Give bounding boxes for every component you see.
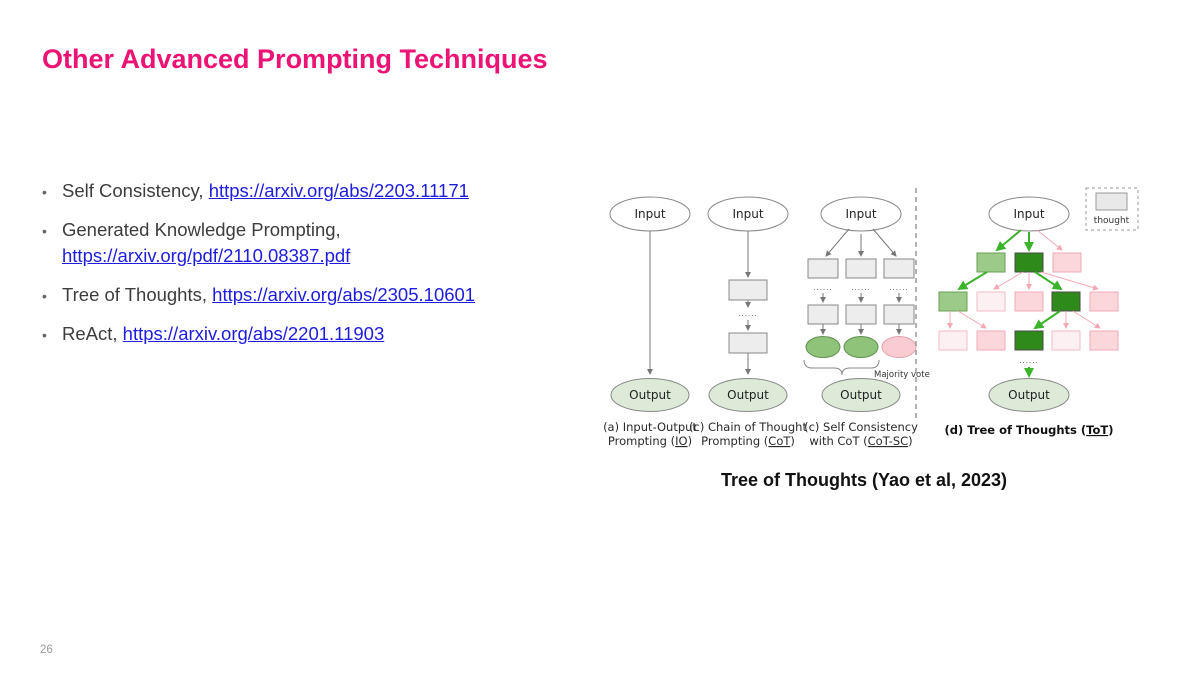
panel-caption: (c) Self Consistency: [804, 420, 918, 434]
ellipsis-dots: ......: [851, 284, 870, 292]
panel-cot-sc: Input ...... ...... ......: [803, 196, 930, 448]
panel-caption: Prompting (IO): [608, 434, 692, 448]
tree-box-pink: [976, 330, 1006, 351]
thought-label: thought: [1094, 216, 1130, 226]
thought-box: [728, 332, 768, 354]
panel-caption: Prompting (CoT): [701, 434, 795, 448]
brace: [803, 359, 880, 376]
output-node: [610, 378, 690, 412]
output-label: Output: [727, 388, 769, 402]
output-label: Output: [1008, 388, 1050, 402]
green-arrow: [1033, 310, 1061, 330]
output-node: [708, 378, 788, 412]
output-label: Output: [629, 388, 671, 402]
tree-box-pink: [1052, 252, 1082, 273]
figure-caption: Tree of Thoughts (Yao et al, 2023): [720, 470, 1008, 490]
tree-box-green-dark: [1014, 252, 1044, 273]
green-arrow: [957, 271, 988, 291]
tree-box-green-dark: [1051, 291, 1081, 312]
arrow: [872, 228, 897, 257]
pink-arrow: [1072, 310, 1101, 329]
panel-caption: (d) Tree of Thoughts (ToT): [945, 423, 1114, 437]
pink-arrow: [1036, 229, 1063, 251]
tree-box-pink-faint: [938, 330, 968, 351]
link-self-consistency[interactable]: https://arxiv.org/abs/2203.11171: [208, 180, 469, 201]
result-node-green: [843, 336, 879, 358]
pink-arrow: [993, 271, 1024, 290]
output-label: Output: [840, 388, 882, 402]
list-item: • ReAct, https://arxiv.org/abs/2201.1190…: [40, 321, 590, 347]
pink-arrow: [1040, 271, 1099, 291]
green-arrow: [1034, 271, 1063, 291]
output-node: [821, 378, 901, 412]
list-item: • Generated Knowledge Prompting, https:/…: [40, 217, 590, 269]
arrow: [825, 228, 850, 257]
ellipsis-dots: ......: [889, 284, 908, 292]
bullet-text: Generated Knowledge Prompting,: [62, 219, 341, 240]
bullet-icon: •: [42, 223, 47, 239]
page-number: 26: [40, 644, 53, 656]
link-tree-of-thoughts[interactable]: https://arxiv.org/abs/2305.10601: [212, 284, 476, 305]
green-arrow: [995, 229, 1022, 252]
thought-box: [807, 304, 839, 325]
list-item: • Self Consistency, https://arxiv.org/ab…: [40, 178, 590, 204]
tree-box-pink-faint: [976, 291, 1006, 312]
input-label: Input: [845, 207, 876, 221]
ellipsis-dots: ......: [1019, 357, 1038, 365]
input-node: [820, 196, 902, 232]
thought-box: [1095, 192, 1128, 211]
bullet-text: ReAct,: [62, 323, 118, 344]
tree-box-green-dark: [1014, 330, 1044, 351]
input-label: Input: [1013, 207, 1044, 221]
input-node: [988, 196, 1070, 232]
panel-io: Input Output (a) Input-Output Prompting …: [603, 196, 697, 448]
page-title: Other Advanced Prompting Techniques: [42, 44, 548, 74]
link-generated-knowledge[interactable]: https://arxiv.org/pdf/2110.08387.pdf: [62, 245, 351, 266]
bullet-list: • Self Consistency, https://arxiv.org/ab…: [40, 178, 590, 360]
list-item: • Tree of Thoughts, https://arxiv.org/ab…: [40, 282, 590, 308]
panel-cot: Input ...... Output (c) Chain of Thought…: [689, 196, 807, 448]
bullet-icon: •: [42, 288, 47, 304]
panel-caption: (a) Input-Output: [603, 420, 697, 434]
result-node-pink: [881, 336, 917, 358]
bullet-text: Self Consistency,: [62, 180, 204, 201]
thought-box: [845, 258, 877, 279]
bullet-icon: •: [42, 327, 47, 343]
tree-box-green-light: [938, 291, 968, 312]
output-node: [988, 378, 1070, 412]
tree-box-pink: [1089, 291, 1119, 312]
thought-box: [883, 304, 915, 325]
pink-arrow: [957, 310, 987, 329]
ellipsis-dots: ......: [738, 310, 757, 318]
bullet-text: Tree of Thoughts,: [62, 284, 208, 305]
tot-figure: Input Output (a) Input-Output Prompting …: [598, 182, 1155, 454]
thought-legend: thought: [1085, 187, 1139, 231]
input-label: Input: [634, 207, 665, 221]
input-label: Input: [732, 207, 763, 221]
panel-tot: Input thought: [938, 187, 1139, 437]
tree-box-pink: [1089, 330, 1119, 351]
thought-box: [728, 279, 768, 301]
panel-caption: with CoT (CoT-SC): [809, 434, 912, 448]
tree-box-green-light: [976, 252, 1006, 273]
tree-box-pink-faint: [1051, 330, 1081, 351]
tree-box-pink: [1014, 291, 1044, 312]
thought-box: [883, 258, 915, 279]
panel-caption: (c) Chain of Thought: [689, 420, 807, 434]
bullet-icon: •: [42, 184, 47, 200]
thought-box: [845, 304, 877, 325]
ellipsis-dots: ......: [813, 284, 832, 292]
thought-box: [807, 258, 839, 279]
result-node-green: [805, 336, 841, 358]
link-react[interactable]: https://arxiv.org/abs/2201.11903: [122, 323, 385, 344]
majority-vote-label: Majority vote: [874, 370, 930, 380]
